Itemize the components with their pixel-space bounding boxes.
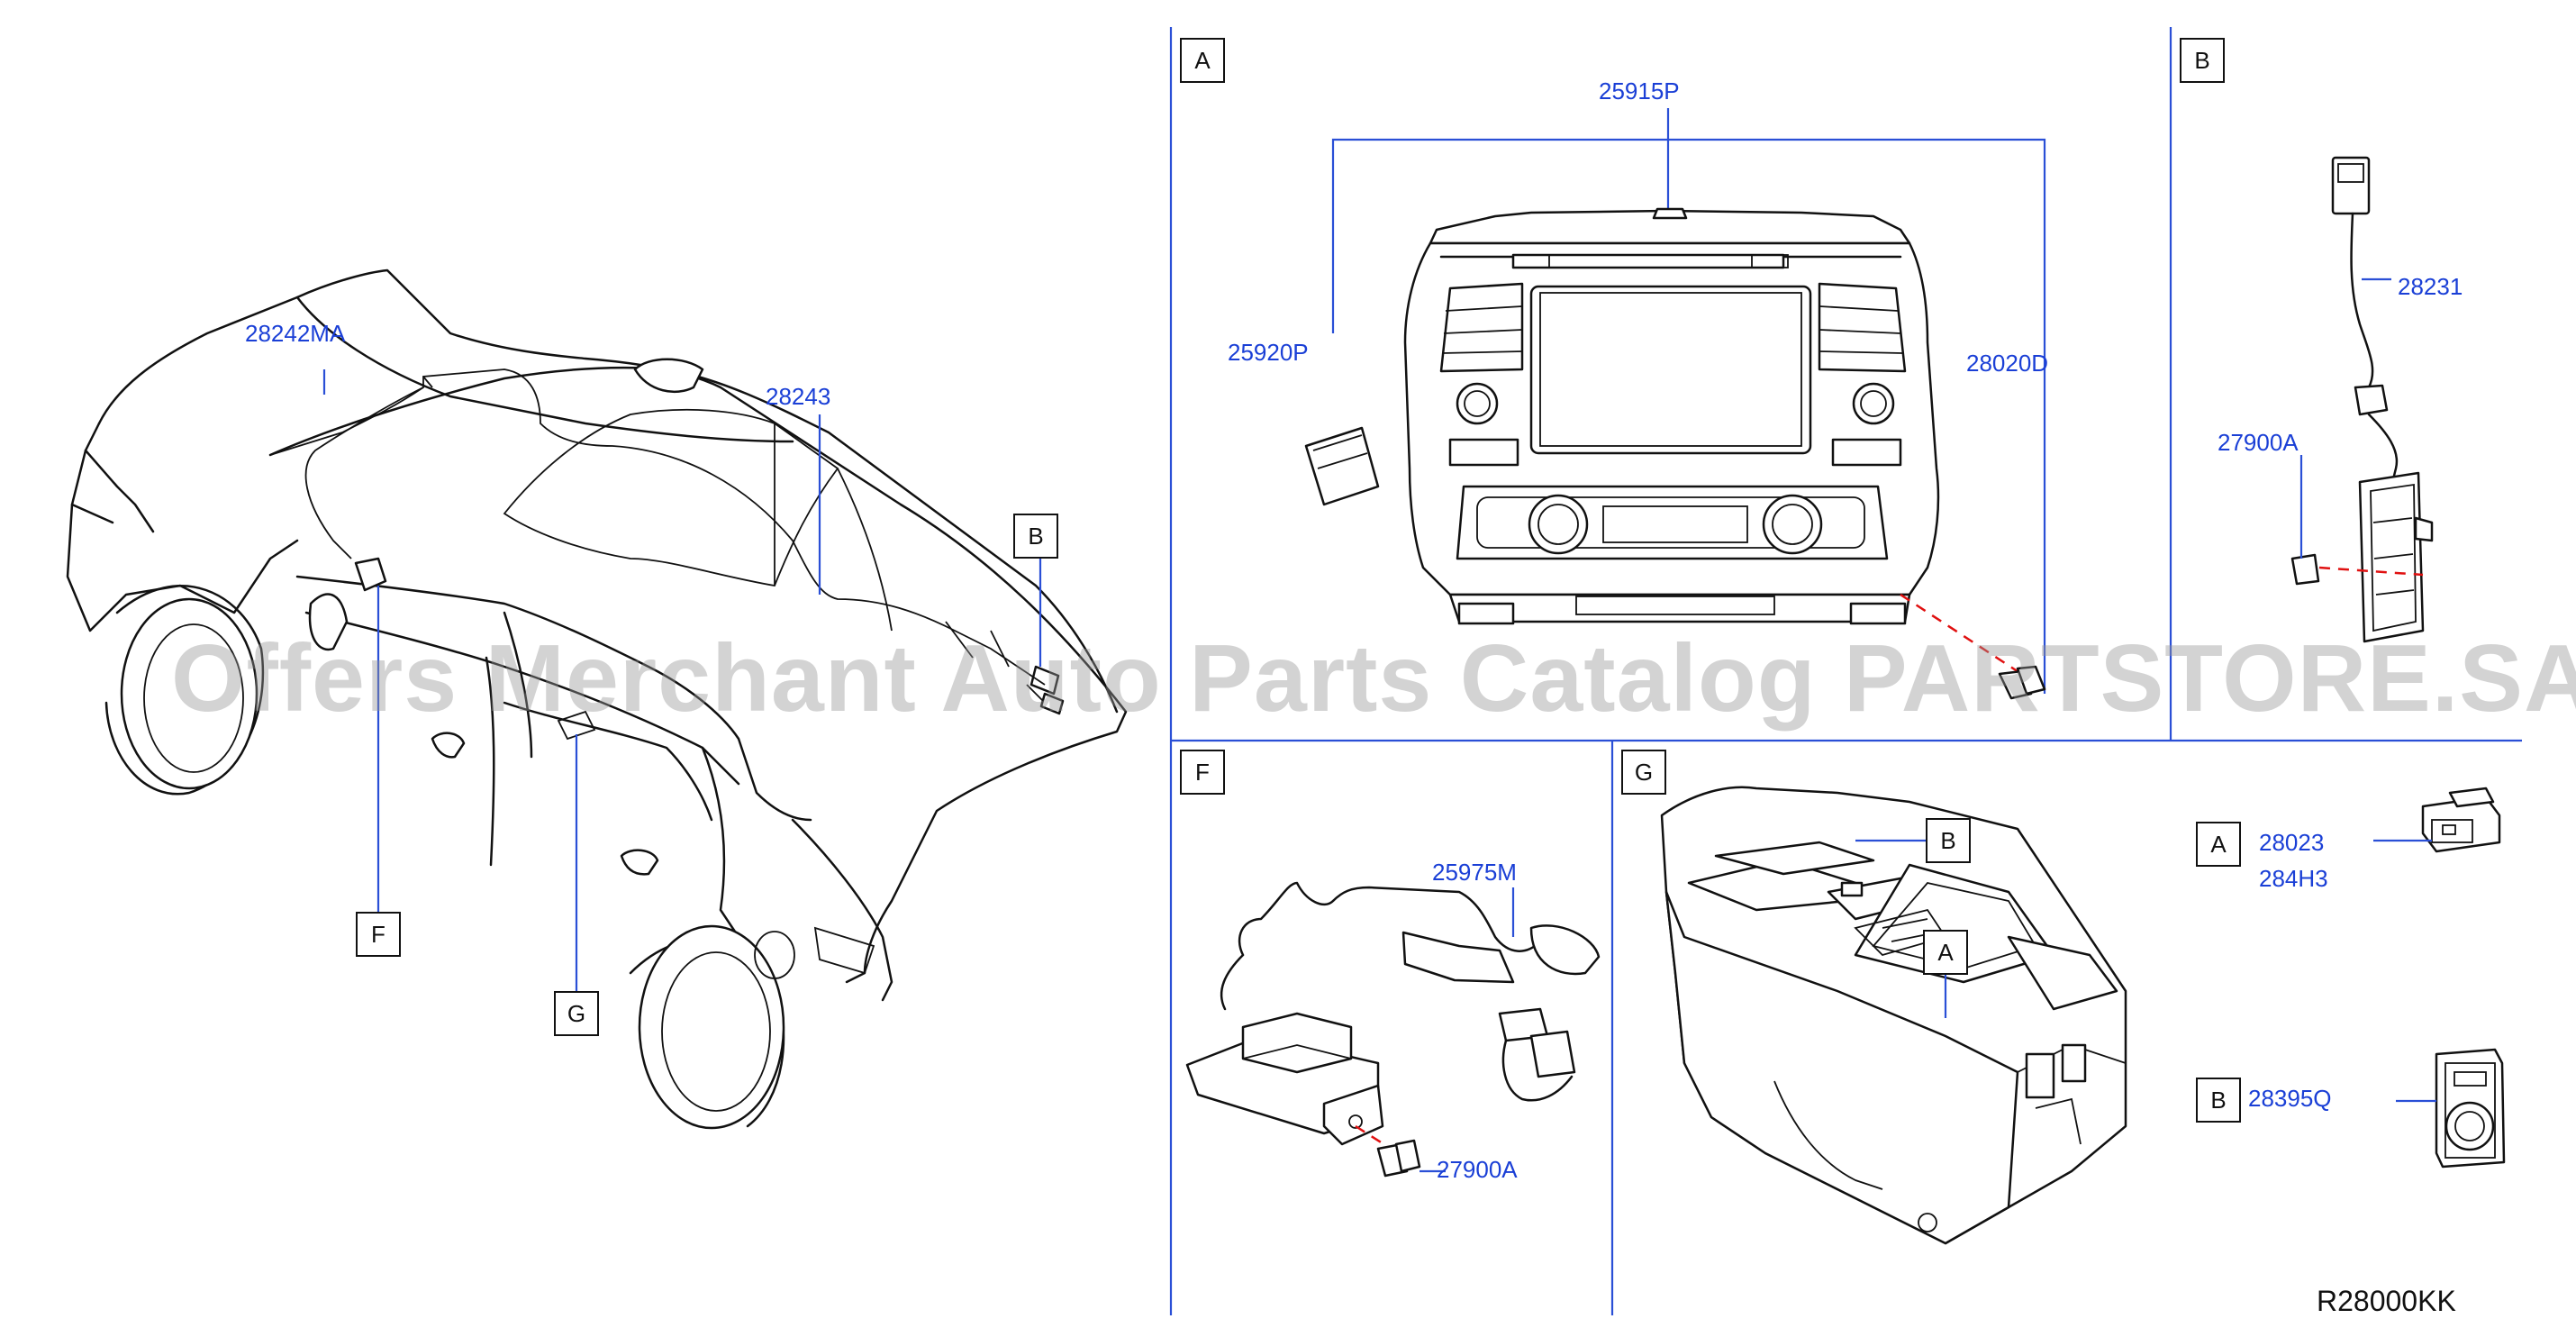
part-28231[interactable]: 28231 bbox=[2398, 273, 2463, 300]
part-28242ma[interactable]: 28242MA bbox=[245, 320, 346, 347]
part-28020d[interactable]: 28020D bbox=[1966, 350, 2049, 377]
console-tag-b[interactable]: B bbox=[1926, 818, 1971, 863]
center-console-illustration bbox=[1660, 786, 2127, 1245]
part-25920p[interactable]: 25920P bbox=[1228, 339, 1309, 366]
part-27900a-gps[interactable]: 27900A bbox=[1437, 1156, 1518, 1183]
panel-dividers bbox=[1169, 27, 2522, 1315]
display-unit-illustration bbox=[1304, 108, 2046, 700]
section-tag-f[interactable]: F bbox=[1180, 750, 1225, 795]
part-27900a-usb[interactable]: 27900A bbox=[2218, 429, 2299, 456]
part-25915p[interactable]: 25915P bbox=[1599, 77, 1680, 105]
part-28243[interactable]: 28243 bbox=[766, 383, 831, 410]
console-tag-a[interactable]: A bbox=[1923, 930, 1968, 975]
gps-antenna-illustration bbox=[1185, 881, 1601, 1178]
section-tag-b[interactable]: B bbox=[2180, 38, 2225, 83]
usb-switch-illustration bbox=[2373, 787, 2501, 853]
part-284h3[interactable]: 284H3 bbox=[2259, 865, 2328, 892]
vehicle-tag-g[interactable]: G bbox=[554, 991, 599, 1036]
switch-tag-a[interactable]: A bbox=[2196, 822, 2241, 867]
section-tag-a[interactable]: A bbox=[1180, 38, 1225, 83]
section-tag-g[interactable]: G bbox=[1621, 750, 1666, 795]
part-28395q[interactable]: 28395Q bbox=[2248, 1085, 2332, 1112]
aux-switch-illustration bbox=[2396, 1048, 2506, 1169]
watermark-text: Offers Merchant Auto Parts Catalog PARTS… bbox=[171, 625, 2576, 732]
vehicle-tag-f[interactable]: F bbox=[356, 912, 401, 957]
usb-cable-illustration bbox=[2290, 156, 2434, 643]
vehicle-tag-b[interactable]: B bbox=[1013, 514, 1058, 559]
diagram-reference-code: R28000KK bbox=[2317, 1285, 2456, 1317]
switch-tag-b[interactable]: B bbox=[2196, 1078, 2241, 1123]
vehicle-illustration bbox=[66, 268, 1128, 1130]
part-28023[interactable]: 28023 bbox=[2259, 829, 2325, 856]
part-25975m[interactable]: 25975M bbox=[1432, 859, 1517, 886]
